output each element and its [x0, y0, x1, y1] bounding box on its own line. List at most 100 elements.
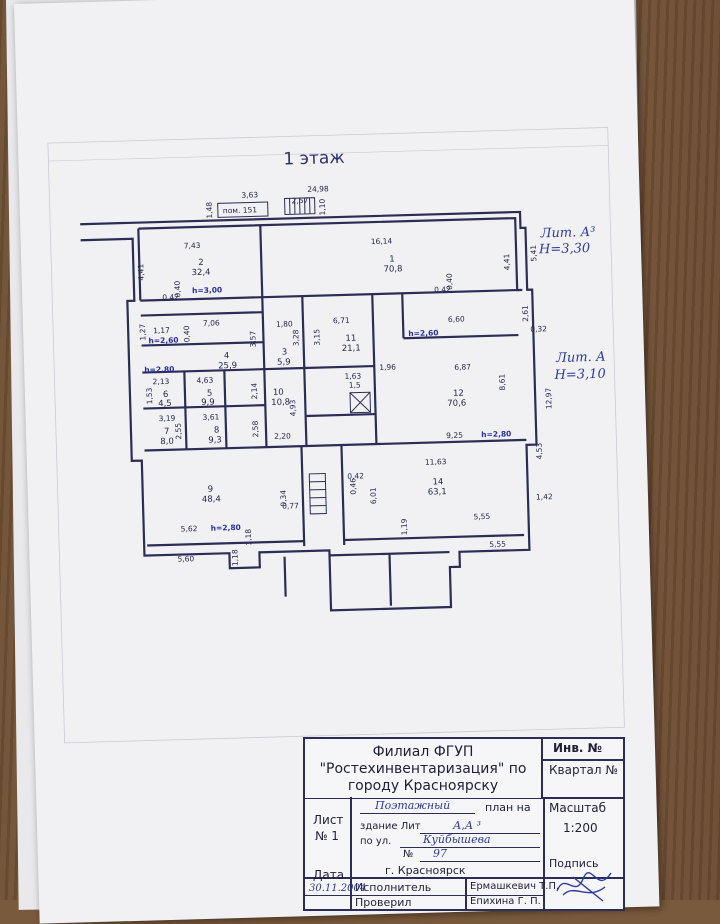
dim-196: 1,96: [379, 362, 396, 371]
top-dim-3: 1,48: [205, 202, 214, 219]
dim-255: 2,55: [174, 423, 183, 440]
dim-077: 0,77: [282, 501, 299, 510]
street-name: Куйбышева: [423, 833, 491, 846]
dim-117: 1,17: [153, 326, 170, 335]
inv-label: Инв. №: [553, 741, 602, 755]
ispolnitel-name: Ермашкевич Т.П.: [470, 881, 559, 892]
room-11-area: 21,1: [342, 343, 361, 354]
room-1-number: 1: [389, 254, 395, 264]
city: г. Красноярск: [385, 864, 466, 877]
room-7-area: 8,0: [160, 437, 174, 447]
floor-title: 1 этаж: [283, 148, 345, 170]
house-number: 97: [433, 847, 447, 860]
room-4-area: 25,9: [218, 361, 237, 372]
room-4-dim: 7,06: [203, 318, 220, 327]
room-9-height: h=2,80: [211, 523, 241, 533]
dim-1297: 12,97: [544, 387, 554, 409]
room-12-number: 12: [453, 389, 464, 399]
room-10-number: 10: [273, 388, 284, 398]
dim-357: 3,57: [248, 330, 257, 347]
dim-441-right: 4,41: [502, 253, 511, 270]
dim-153: 1,53: [145, 387, 154, 404]
org-line-1: Филиал ФГУП: [305, 744, 541, 761]
top-dim-1: 3,63: [241, 190, 258, 199]
entrance-stair: [285, 198, 315, 215]
room-9-area: 48,4: [202, 494, 221, 505]
ispolnitel-label: Исполнитель: [355, 881, 431, 894]
dim-261: 2,61: [521, 305, 530, 322]
room-14-dim: 11,63: [425, 457, 447, 467]
overall-width-dim: 24,98: [307, 184, 329, 194]
room-6-dim: 2,13: [152, 377, 169, 386]
house-no-label: №: [403, 849, 413, 860]
room-2-dim: 7,43: [184, 241, 201, 250]
zdanie-value: А,А ³: [453, 819, 481, 832]
room-2-height: h=3,00: [192, 285, 222, 295]
room-8-dim: 3,61: [202, 412, 219, 421]
org-line-2: "Ростехинвентаризация" по: [305, 761, 541, 778]
room-14-area: 63,1: [428, 487, 447, 498]
date-label: Дата: [313, 868, 344, 882]
dim-453: 4,53: [534, 442, 543, 459]
room-3-number: 3: [282, 348, 288, 358]
masshtab-label: Масштаб: [549, 801, 606, 815]
kvartal-label: Квартал №: [549, 763, 619, 777]
dim-214: 2,14: [250, 382, 259, 399]
dim-601: 6,01: [369, 487, 378, 504]
room-4-height: h=2,60: [148, 336, 178, 346]
room-12-area: 70,6: [447, 399, 466, 410]
list-number: № 1: [315, 829, 339, 843]
dim-119: 1,19: [400, 518, 409, 535]
inner-stair: [309, 473, 326, 513]
litera-a-name: Лит. А: [555, 350, 606, 366]
room-11-dim: 6,71: [333, 316, 350, 325]
dim-555-a: 5,55: [473, 512, 490, 521]
org-line-3: городу Красноярску: [305, 778, 541, 795]
room-7-dim: 3,19: [159, 414, 176, 423]
room-8-area: 9,3: [208, 435, 222, 445]
scale-value: 1:200: [563, 821, 598, 835]
organization-block: Филиал ФГУП "Ростехинвентаризация" по го…: [305, 739, 543, 799]
room-3-dim: 1,80: [276, 319, 293, 328]
room-12-dim: 6,87: [454, 362, 471, 371]
dim-118-b: 1,18: [230, 549, 239, 566]
elevator-shaft: [350, 392, 371, 413]
room-3-area: 5,9: [277, 357, 291, 367]
dim-660: 6,60: [448, 315, 465, 324]
room-13-area: 1,5: [349, 380, 361, 389]
plan-na-label: план на: [485, 801, 531, 814]
dim-220: 2,20: [274, 431, 291, 440]
dim-040-c: 0,40: [182, 325, 191, 342]
dim-258: 2,58: [251, 420, 260, 437]
right-upper-height: h=2,60: [408, 328, 438, 338]
dim-560: 5,60: [177, 554, 194, 563]
dim-127: 1,27: [138, 323, 147, 340]
room-6-area: 4,5: [158, 399, 172, 409]
proveril-label: Проверил: [355, 896, 411, 909]
room-13-dim: 1,63: [344, 371, 361, 380]
room-8-number: 8: [214, 425, 220, 435]
room-1-area: 70,8: [383, 264, 402, 275]
po-ul-label: по ул.: [360, 836, 391, 847]
dim-555-b: 5,55: [489, 539, 506, 548]
room-5-dim: 4,63: [196, 376, 213, 385]
zdanie-label: здание Лит: [360, 821, 421, 832]
room-2-number: 2: [198, 258, 204, 268]
dim-046: 0,46: [348, 478, 357, 495]
litera-a3-height: H=3,30: [538, 241, 591, 257]
room-4-number: 4: [224, 351, 230, 361]
plan-type: Поэтажный: [375, 799, 450, 812]
litera-a-height: H=3,10: [553, 367, 606, 383]
dim-142: 1,42: [536, 492, 553, 501]
room-14-number: 14: [432, 477, 443, 487]
dim-541: 5,41: [529, 245, 538, 262]
dim-032: 0,32: [530, 324, 547, 333]
outer-walls: [80, 212, 541, 617]
top-dim-4: 1,10: [318, 198, 327, 215]
dim-441-left: 4,41: [136, 264, 145, 281]
room-5-area: 9,9: [201, 398, 215, 408]
list-label: Лист: [313, 813, 343, 827]
room-7-number: 7: [164, 427, 170, 437]
pom-151-label: пом. 151: [223, 205, 258, 215]
litera-a3-name: Лит. А³: [539, 225, 595, 242]
